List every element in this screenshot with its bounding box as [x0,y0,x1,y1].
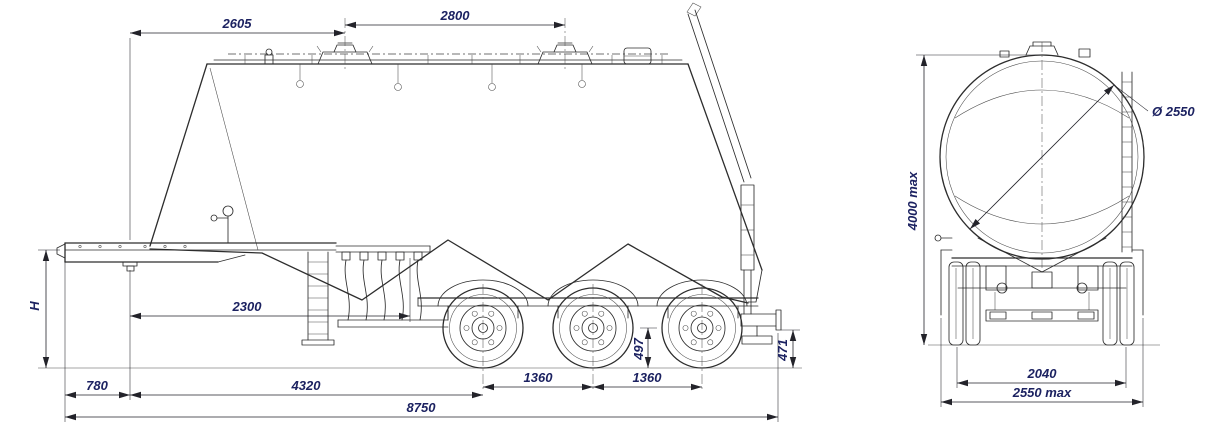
wheels [442,284,743,392]
dim-axle-spacing-2-3: 1360 [593,370,702,391]
dim-kingpin-to-support: 2300 [130,258,411,322]
dim-label-axle-height: 497 [631,337,646,360]
rear-tires-right [1102,261,1135,346]
aeration-hose-manifold [335,245,449,328]
rear-tires-left [948,261,981,346]
dim-label-overall-width: 2550 max [1012,385,1072,400]
dim-overall-length: 8750 [65,400,778,421]
dim-axle-spacing-1-2: 1360 [483,370,593,391]
dim-label-outlet-height: 471 [775,339,790,362]
tail-lamp-left [989,311,1007,320]
dim-front-overhang: 780 [65,378,130,399]
rear-undercarriage [940,249,1144,346]
rear-ladder [1121,71,1133,253]
tank-body-side [149,53,763,304]
tank-shell-rear [934,41,1145,289]
dim-label-manhole-spacing: 2800 [440,8,471,23]
license-plate-holder [1031,311,1053,320]
dim-label-track-width: 2040 [1027,366,1058,381]
tank-top-fittings [244,42,663,91]
dim-label-kingpin-to-axle1: 4320 [291,378,322,393]
pressure-gauge [210,205,234,244]
rear-view: 4000 max Ø 2550 2040 2550 max [905,41,1195,407]
dim-label-front-to-manhole1: 2605 [222,16,253,31]
dim-track-width: 2040 [956,347,1127,388]
dim-label-axle-spacing-1-2: 1360 [524,370,554,385]
front-gooseneck [56,205,337,272]
dim-label-kingpin-to-support: 2300 [232,299,263,314]
dim-label-overall-length: 8750 [407,400,437,415]
dim-front-to-manhole1: 2605 [129,16,345,240]
dim-kingpin-to-axle1: 4320 [130,378,483,399]
dim-coupling-height: H [27,249,60,368]
dim-tank-diameter: Ø 2550 [969,84,1195,230]
dim-overall-width: 2550 max [940,318,1144,407]
dim-label-axle-spacing-2-3: 1360 [633,370,663,385]
tail-lamp-right [1077,311,1095,320]
side-view: 2605 2800 2300 H 780 [27,2,802,422]
dim-label-overall-height: 4000 max [905,171,920,231]
rear-discharge-pipe [686,2,782,331]
dim-outlet-height: 471 [775,329,800,368]
landing-gear [301,251,335,346]
kingpin [122,261,138,272]
dim-label-tank-diameter: Ø 2550 [1152,104,1195,119]
dim-manhole-spacing: 2800 [344,8,566,70]
chassis-frame [417,279,773,345]
bottom-extension-lines [64,262,779,422]
dim-label-coupling-height: H [27,301,42,311]
dim-overall-height: 4000 max [905,54,1040,345]
dim-label-front-overhang: 780 [86,378,108,393]
dim-axle-height: 497 [631,327,657,368]
